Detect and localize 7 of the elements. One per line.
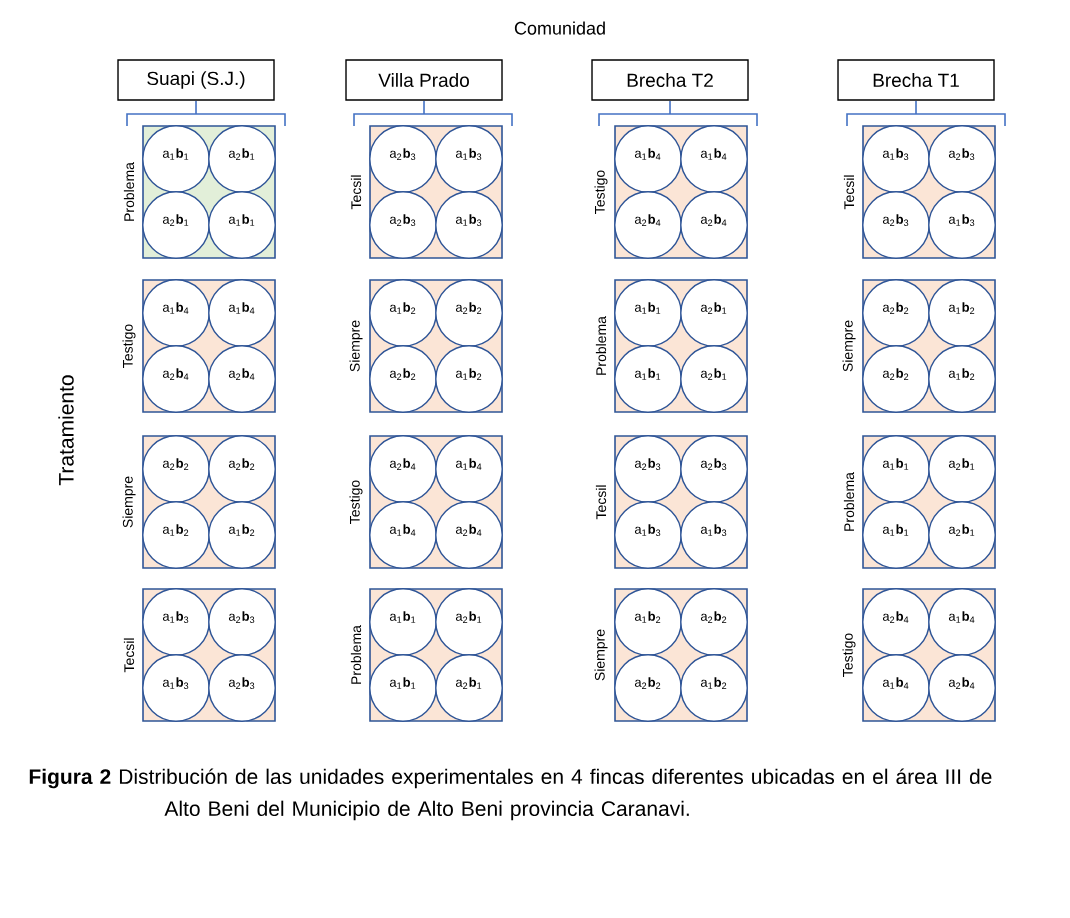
axis-title: Tratamiento xyxy=(58,375,74,486)
community-box: Villa Prado xyxy=(345,59,503,101)
axis-title: Comunidad xyxy=(514,21,605,35)
community-box: Brecha T1 xyxy=(837,59,995,101)
caption: Figura 2 Distribución de las unidades experimentales en 4 fincas diferentes ubicadas en el área III de Alto Beni del Municipio de Alto Beni provincia Caranavi. xyxy=(29,768,992,821)
community-box: Brecha T2 xyxy=(591,59,749,101)
community-box: Suapi (S.J.) xyxy=(117,59,275,101)
